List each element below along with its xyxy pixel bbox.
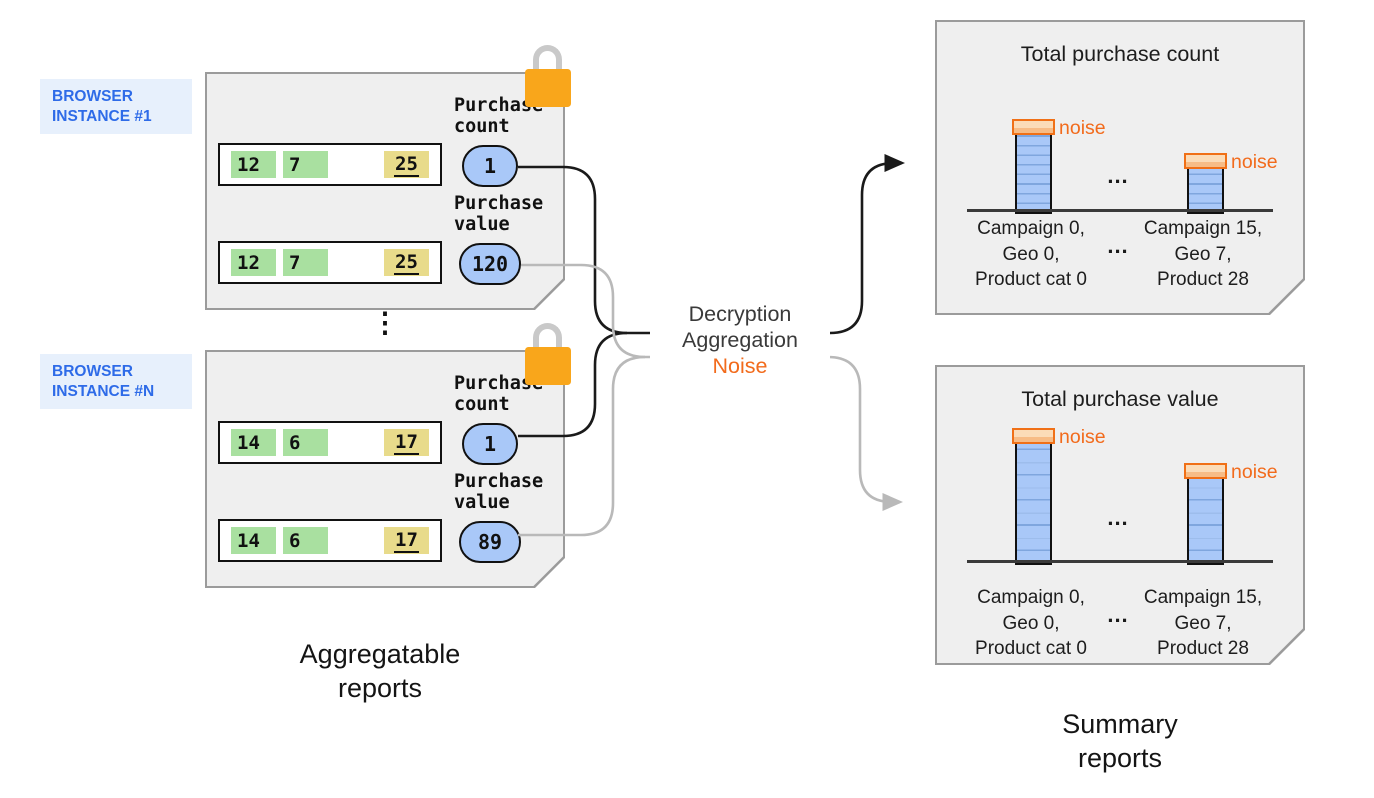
chart-title: Total purchase count <box>1020 42 1220 66</box>
key-chip: 7 <box>283 151 328 178</box>
purchase-value-label: Purchase value <box>454 193 544 235</box>
aggregation-process-label: Decryption Aggregation Noise <box>650 301 830 379</box>
value-chip: 17 <box>384 527 429 554</box>
aggregation-label: Aggregation <box>682 328 798 352</box>
key-chip: 14 <box>231 429 276 456</box>
value-chip: 25 <box>384 151 429 178</box>
key-chip: 12 <box>231 151 276 178</box>
lock-body <box>525 69 571 107</box>
value-bar-1 <box>1015 442 1052 565</box>
lock-icon <box>525 323 571 385</box>
noise-cap <box>1012 119 1055 135</box>
noise-cap <box>1012 428 1055 444</box>
noise-cap <box>1184 463 1227 479</box>
key-chip: 6 <box>283 527 328 554</box>
noise-annotation: noise <box>1059 426 1106 448</box>
key-chip: 14 <box>231 527 276 554</box>
more-buckets-ellipsis: ... <box>1107 233 1129 258</box>
summary-card-count: Total purchase count noise noise ... Cam… <box>935 20 1305 315</box>
count-bar-2 <box>1187 167 1224 214</box>
more-buckets-ellipsis: ... <box>1107 602 1129 627</box>
purchase-count-label: Purchase count <box>454 95 544 137</box>
aggregatable-reports-caption: Aggregatable reports <box>299 639 461 703</box>
badge-line: BROWSER <box>52 88 133 105</box>
lock-shackle <box>533 45 562 81</box>
noise-annotation: noise <box>1059 117 1106 139</box>
lock-body <box>525 347 571 385</box>
purchase-value-pill: 89 <box>459 521 521 563</box>
x-axis <box>967 560 1273 563</box>
more-buckets-ellipsis: ... <box>1107 163 1129 188</box>
browser-instance-n-badge: BROWSER INSTANCE #N <box>40 354 192 409</box>
chart-title: Total purchase value <box>1021 387 1219 411</box>
aggregatable-report-card-1: Purchase count 12 7 25 1 Purchase value … <box>205 45 571 310</box>
aggregation-key-row: 12 7 25 <box>218 241 442 284</box>
value-chip: 25 <box>384 249 429 276</box>
aggregation-key-row: 14 6 17 <box>218 421 442 464</box>
badge-line: INSTANCE #1 <box>52 108 152 125</box>
lock-icon <box>525 45 571 107</box>
key-chip: 6 <box>283 429 328 456</box>
bucket-label-1: Campaign 0, Geo 0, Product cat 0 <box>975 587 1087 659</box>
bucket-label-2: Campaign 15, Geo 7, Product 28 <box>1143 587 1263 659</box>
purchase-value-label: Purchase value <box>454 471 544 513</box>
badge-line: BROWSER <box>52 363 133 380</box>
bucket-label-2: Campaign 15, Geo 7, Product 28 <box>1143 218 1263 290</box>
aggregation-key-row: 14 6 17 <box>218 519 442 562</box>
summary-card-value: Total purchase value noise noise ... Cam… <box>935 365 1305 665</box>
x-axis <box>967 209 1273 212</box>
count-bar-1 <box>1015 133 1052 214</box>
purchase-value-pill: 120 <box>459 243 521 285</box>
key-chip: 7 <box>283 249 328 276</box>
noise-annotation: noise <box>1231 151 1278 173</box>
noise-step-label: Noise <box>712 354 768 378</box>
browser-instance-1-badge: BROWSER INSTANCE #1 <box>40 79 192 134</box>
more-buckets-ellipsis: ... <box>1107 505 1129 530</box>
purchase-count-pill: 1 <box>462 145 518 187</box>
bucket-label-1: Campaign 0, Geo 0, Product cat 0 <box>975 218 1087 290</box>
more-instances-ellipsis: ⋮ <box>371 306 399 339</box>
decryption-label: Decryption <box>688 302 792 326</box>
value-chip: 17 <box>384 429 429 456</box>
aggregation-key-row: 12 7 25 <box>218 143 442 186</box>
key-chip: 12 <box>231 249 276 276</box>
value-bar-2 <box>1187 477 1224 565</box>
purchase-count-pill: 1 <box>462 423 518 465</box>
summary-reports-caption: Summary reports <box>1062 709 1178 773</box>
card-face <box>937 367 1303 663</box>
noise-cap <box>1184 153 1227 169</box>
aggregatable-report-card-n: Purchase count 14 6 17 1 Purchase value … <box>205 323 571 588</box>
card-face <box>937 22 1303 313</box>
badge-line: INSTANCE #N <box>52 383 155 400</box>
noise-annotation: noise <box>1231 461 1278 483</box>
